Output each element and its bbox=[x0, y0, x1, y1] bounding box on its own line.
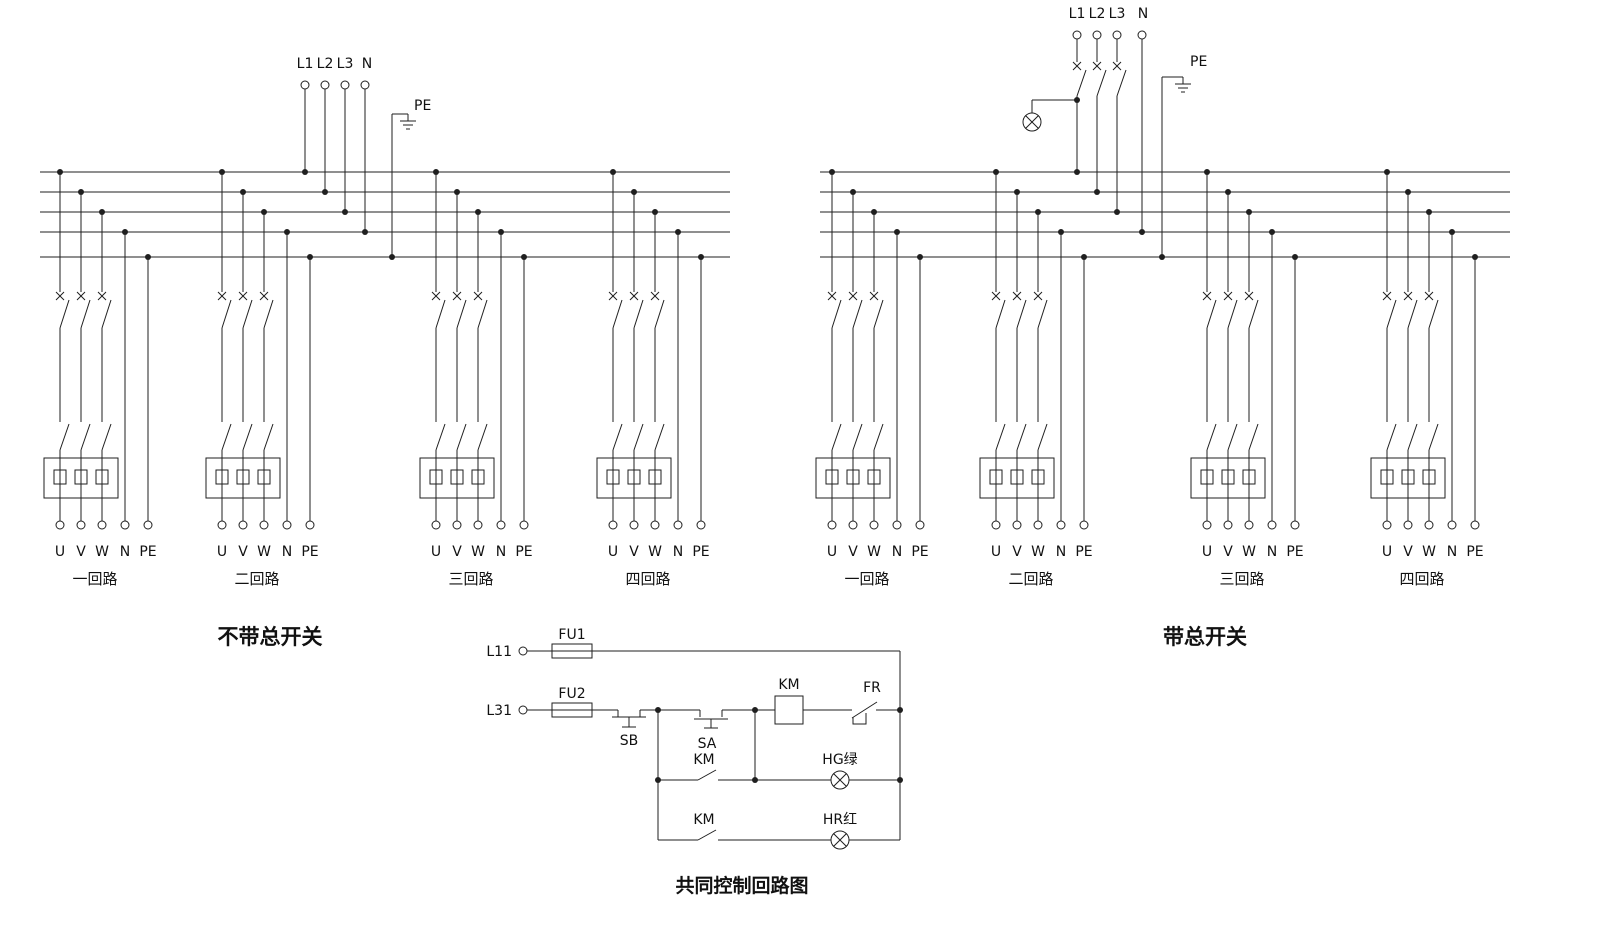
circuit-name: 三回路 bbox=[1219, 570, 1264, 588]
incoming-supply: L1 L2 L3 N bbox=[297, 56, 372, 235]
contactor-coil-km: KM bbox=[774, 677, 804, 725]
lamp-label-hg: HG绿 bbox=[822, 752, 857, 768]
km-lamp-contact: KM bbox=[693, 812, 717, 841]
circuit-name: 一回路 bbox=[72, 570, 117, 588]
supply-terminal-l2 bbox=[1092, 30, 1102, 40]
supply-label-n: N bbox=[362, 56, 372, 72]
supply-label-l2: L2 bbox=[1089, 6, 1106, 22]
branch-circuit-3 bbox=[1190, 168, 1305, 561]
incoming-supply: L1 L2 L3 N bbox=[1022, 6, 1148, 235]
branch-circuit-2 bbox=[205, 168, 320, 561]
branch-circuit-3 bbox=[419, 168, 534, 561]
fuse-label-fu1: FU1 bbox=[558, 627, 585, 643]
control-label-l31: L31 bbox=[486, 703, 512, 719]
branch-circuit-2 bbox=[979, 168, 1094, 561]
bus-bars bbox=[820, 171, 1510, 258]
coil-icon bbox=[774, 695, 804, 725]
circuit-name: 二回路 bbox=[1008, 570, 1053, 588]
supply-label-l3: L3 bbox=[1109, 6, 1126, 22]
button-label-sb: SB bbox=[620, 733, 639, 749]
circuit-name: 一回路 bbox=[844, 570, 889, 588]
branch-circuit-1 bbox=[815, 168, 930, 561]
pe-label: PE bbox=[1190, 54, 1207, 70]
control-title: 共同控制回路图 bbox=[675, 874, 808, 897]
supply-terminal-l2 bbox=[320, 80, 330, 90]
switch-label-sa: SA bbox=[698, 736, 717, 752]
lamp-label-hr: HR红 bbox=[823, 812, 857, 828]
branch-circuit-1 bbox=[43, 168, 158, 561]
supply-terminal-n bbox=[1137, 30, 1147, 40]
panel-title: 不带总开关 bbox=[218, 625, 323, 649]
control-circuit: L11 FU1 L31 FU2 SB SA bbox=[486, 627, 903, 897]
circuit-name: 四回路 bbox=[1399, 570, 1444, 588]
supply-terminal-l3 bbox=[1112, 30, 1122, 40]
supply-terminal-n bbox=[360, 80, 370, 90]
supply-label-n: N bbox=[1138, 6, 1148, 22]
contact-label-fr: FR bbox=[863, 680, 881, 696]
supply-label-l2: L2 bbox=[317, 56, 334, 72]
bus-bars bbox=[40, 171, 730, 258]
coil-label-km: KM bbox=[778, 677, 799, 693]
supply-label-l1: L1 bbox=[297, 56, 314, 72]
incoming-indicator-lamp bbox=[1022, 97, 1080, 132]
thermal-relay-contact-fr: FR bbox=[851, 680, 900, 725]
branch-circuit-4 bbox=[596, 168, 711, 561]
fuse-label-fu2: FU2 bbox=[558, 686, 585, 702]
supply-label-l1: L1 bbox=[1069, 6, 1086, 22]
pe-earth: PE bbox=[389, 98, 431, 260]
control-terminal-l31 bbox=[518, 705, 528, 715]
panel-title: 带总开关 bbox=[1163, 625, 1247, 649]
circuit-name: 四回路 bbox=[625, 570, 670, 588]
fuse-fu2-icon bbox=[551, 702, 593, 718]
circuit-name: 二回路 bbox=[234, 570, 279, 588]
fuse-fu1-icon bbox=[551, 643, 593, 659]
circuit-name: 三回路 bbox=[448, 570, 493, 588]
panel-without-main-switch: L1 L2 L3 N PE bbox=[40, 56, 730, 649]
supply-label-l3: L3 bbox=[337, 56, 354, 72]
pe-label: PE bbox=[414, 98, 431, 114]
control-terminal-l11 bbox=[518, 646, 528, 656]
main-switch bbox=[1072, 39, 1127, 212]
start-switch-sa: SA bbox=[694, 710, 728, 752]
panel-with-main-switch: L1 L2 L3 N bbox=[815, 6, 1510, 649]
stop-pushbutton-sb: SB bbox=[612, 710, 646, 749]
control-label-l11: L11 bbox=[486, 644, 512, 660]
branch-circuit-4 bbox=[1370, 168, 1485, 561]
red-lamp-hr: HR红 bbox=[823, 812, 857, 850]
contact-label-km: KM bbox=[693, 752, 714, 768]
green-lamp-hg: HG绿 bbox=[822, 752, 858, 790]
supply-terminal-l3 bbox=[340, 80, 350, 90]
supply-terminal-l1 bbox=[1072, 30, 1082, 40]
pe-earth: PE bbox=[1159, 54, 1207, 260]
contact-label-km: KM bbox=[693, 812, 714, 828]
km-holding-contact: KM bbox=[693, 752, 717, 781]
supply-terminal-l1 bbox=[300, 80, 310, 90]
